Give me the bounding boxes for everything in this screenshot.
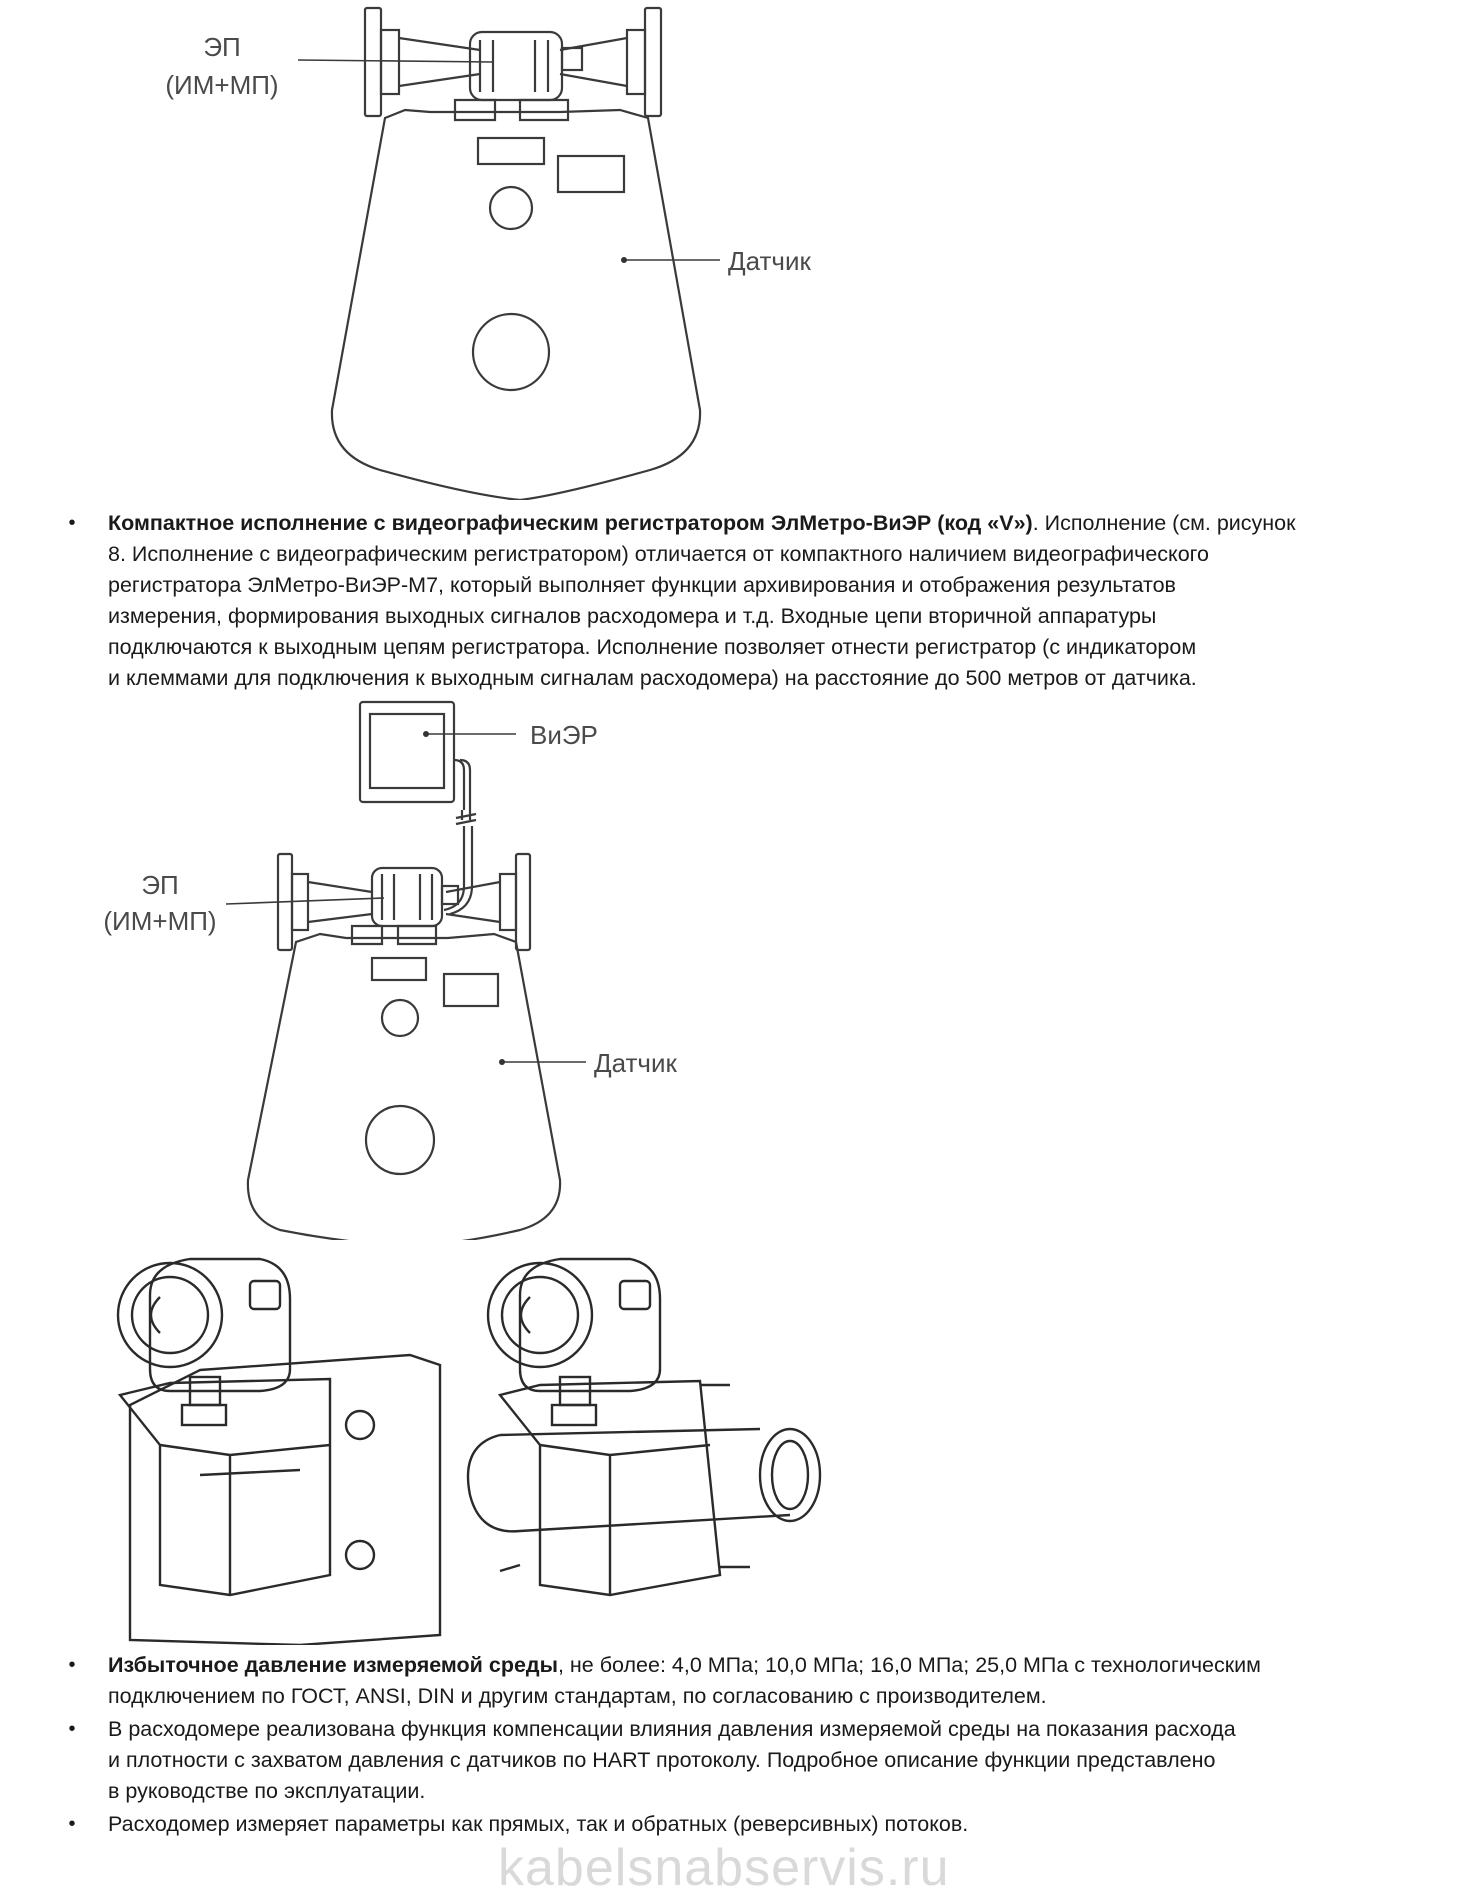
- sensor-label: Датчик: [594, 1048, 677, 1078]
- bullet-text-line: В расходомере реализована функция компен…: [108, 1717, 1236, 1741]
- bullet-compact-v: • Компактное исполнение с видеографическ…: [62, 508, 1392, 696]
- bullet-dot: •: [68, 1813, 76, 1835]
- flowmeter-compact-diagram: ЭП (ИМ+МП) Датчик: [165, 6, 811, 500]
- ep-label: ЭП: [203, 32, 240, 62]
- bullet-text-line: Расходомер измеряет параметры как прямых…: [108, 1812, 969, 1836]
- flowmeter-vier-diagram: ВиЭР ЭП (ИМ+МП) Датчик: [103, 700, 677, 1240]
- bullet-text-line: подключаются к выходным цепям регистрато…: [108, 635, 1197, 659]
- bullet-text-line: измерения, формирования выходных сигнало…: [108, 604, 1157, 628]
- bullet-dot: •: [68, 1654, 76, 1676]
- bullet-list-bottom: • Избыточное давление измеряемой среды, …: [62, 1650, 1392, 1842]
- bullet-dot: •: [68, 1718, 76, 1740]
- ep-sublabel: (ИМ+МП): [165, 70, 278, 100]
- sensor-label: Датчик: [728, 246, 811, 276]
- vier-label: ВиЭР: [530, 720, 598, 750]
- list-item: • Компактное исполнение с видеографическ…: [62, 508, 1392, 694]
- bullet-text-line: , не более: 4,0 МПа; 10,0 МПа; 16,0 МПа;…: [557, 1653, 1261, 1677]
- bullet-text-line: 8. Исполнение с видеографическим регистр…: [108, 542, 1209, 566]
- bullet-text-line: подключением по ГОСТ, ANSI, DIN и другим…: [108, 1684, 1047, 1708]
- list-item: • Расходомер измеряет параметры как прям…: [62, 1809, 1392, 1840]
- ep-sublabel: (ИМ+МП): [103, 906, 216, 936]
- transmitter-mounting-diagram: [116, 1257, 822, 1645]
- watermark: kabelsnabservis.ru: [498, 1839, 950, 1897]
- bullet-heading: Избыточное давление измеряемой среды: [108, 1653, 558, 1677]
- ep-label: ЭП: [141, 870, 178, 900]
- bullet-text-line: и плотности с захватом давления с датчик…: [108, 1748, 1216, 1772]
- bullet-text-line: в руководстве по эксплуатации.: [108, 1779, 426, 1803]
- bullet-text-line: и клеммами для подключения к выходным си…: [108, 666, 1197, 690]
- bullet-text-line: . Исполнение (см. рисунок: [1032, 511, 1296, 535]
- bullet-dot: •: [68, 512, 76, 534]
- list-item: • В расходомере реализована функция комп…: [62, 1714, 1392, 1807]
- bullet-text-line: регистратора ЭлМетро-ВиЭР-М7, который вы…: [108, 573, 1176, 597]
- bullet-heading: Компактное исполнение с видеографическим…: [108, 511, 1033, 535]
- list-item: • Избыточное давление измеряемой среды, …: [62, 1650, 1392, 1712]
